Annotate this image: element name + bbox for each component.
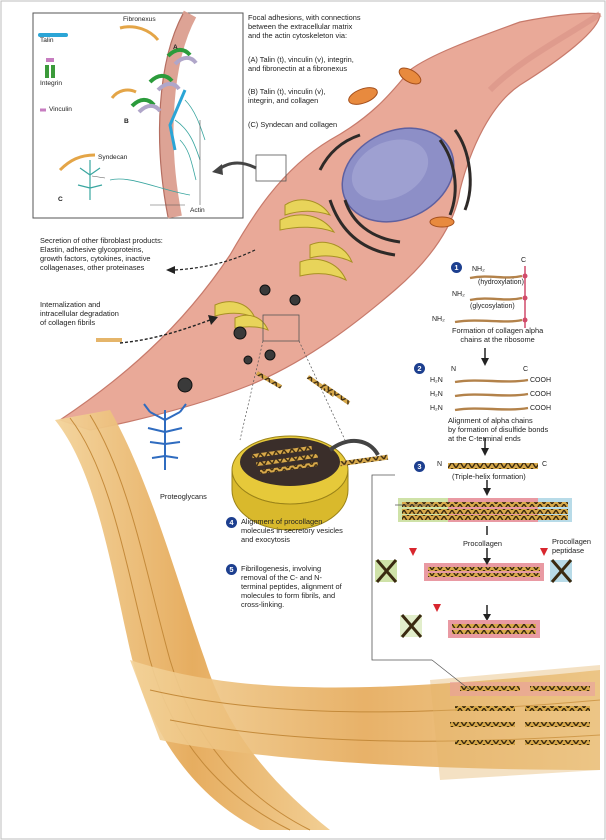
secretion-label: Secretion of other fibroblast products:E… (40, 236, 163, 272)
step-3-badge: 3 (414, 461, 425, 472)
triple-helix (448, 463, 538, 469)
step1-c: C (521, 257, 527, 264)
step-3-text: (Triple-helix formation) (452, 472, 526, 481)
proteoglycans-label: Proteoglycans (160, 492, 207, 501)
step3-n: N (437, 461, 443, 468)
step2-h2n-b: H₂N (430, 391, 443, 398)
procollagen-label: Procollagen (463, 539, 503, 548)
step-1-badge: 1 (451, 262, 462, 273)
step1-nh2-a: NH₂ (472, 266, 485, 273)
step-2-badge: 2 (414, 363, 425, 374)
step1-nh2-c: NH₂ (432, 316, 445, 323)
proteoglycan-shape (143, 403, 187, 470)
exocytosis-arrow (328, 439, 380, 457)
step3-c: C (542, 461, 548, 468)
mitochondria (348, 67, 455, 228)
golgi-apparatus (214, 199, 353, 331)
large-vesicle (231, 435, 349, 531)
step2-h2n-c: H₂N (430, 405, 443, 412)
inset-letter-a: A (173, 44, 178, 51)
rough-er (318, 129, 472, 257)
magnify-box (262, 314, 300, 342)
step2-cooh-a: COOH (530, 377, 551, 384)
option-c-text: (C) Syndecan and collagen (248, 120, 338, 129)
option-a-text: (A) Talin (t), vinculin (v), integrin,an… (248, 55, 354, 73)
step2-h2n-a: H₂N (430, 377, 443, 384)
step2-chains (454, 378, 529, 412)
inset-letter-c: C (58, 196, 63, 203)
talin-key (38, 33, 68, 37)
integrin-key-label: Integrin (40, 80, 62, 87)
step2-cooh-c: COOH (530, 405, 551, 412)
talin-key-label: Talin (40, 37, 54, 44)
step1-nh2-b: NH₂ (452, 291, 465, 298)
actin-label: Actin (190, 207, 205, 214)
syndecan-label: Syndecan (98, 154, 128, 161)
inset-box (32, 12, 244, 219)
fibril-cross-section (430, 665, 600, 780)
peptidase-step (375, 548, 573, 638)
hydroxylation-label: (hydroxylation) (478, 279, 524, 286)
fibronexus-label: Fibronexus (123, 16, 156, 23)
secretory-vesicles (177, 284, 301, 393)
glycosylation-label: (glycosylation) (470, 303, 515, 310)
step-5-badge: 5 (226, 564, 237, 575)
step-4-badge: 4 (226, 517, 237, 528)
step1-chains (454, 266, 528, 328)
step2-cooh-b: COOH (530, 391, 551, 398)
option-b-text: (B) Talin (t), vinculin (v),integrin, an… (248, 87, 326, 105)
vinculin-key-label: Vinculin (49, 106, 72, 113)
step2-c: C (523, 366, 529, 373)
step2-n: N (451, 366, 457, 373)
inset-letter-b: B (124, 118, 129, 125)
procollagen-band (398, 498, 572, 522)
